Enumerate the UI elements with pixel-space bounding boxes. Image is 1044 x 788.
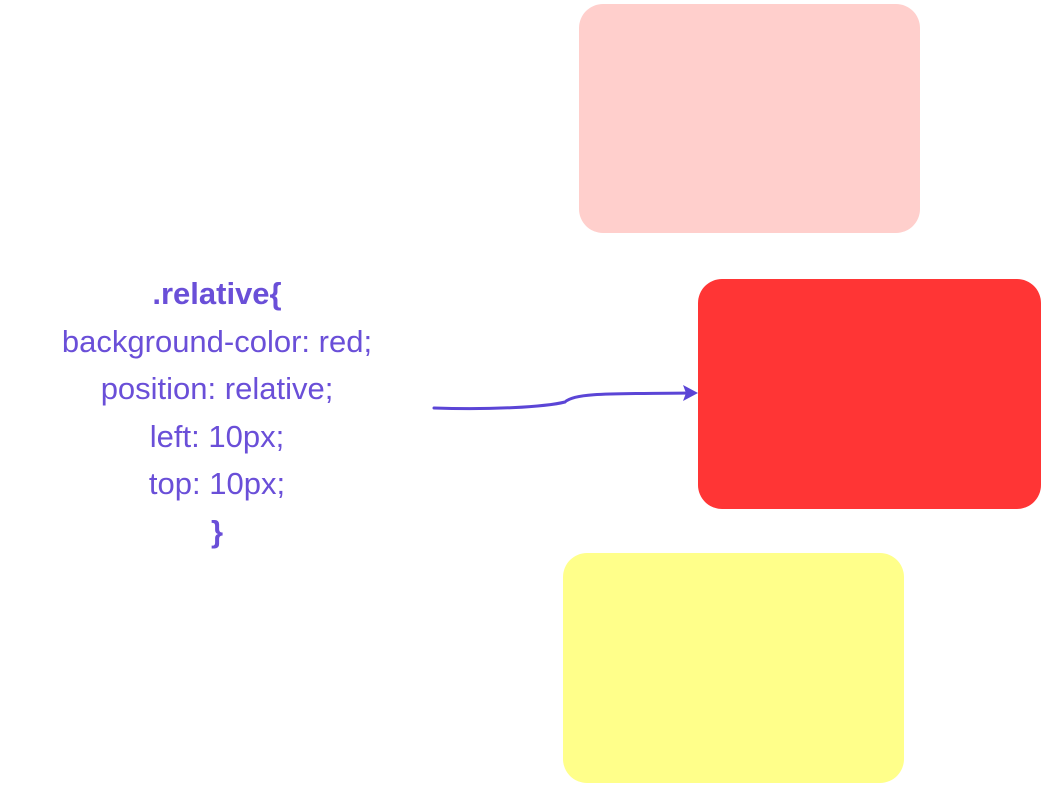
pink-box: [579, 4, 920, 233]
css-rule-top: top: 10px;: [148, 466, 286, 501]
css-rule-background-color: background-color: red;: [61, 323, 373, 359]
arrow-line: [432, 391, 692, 411]
yellow-box: [563, 553, 904, 783]
css-rule-position: position: relative;: [100, 371, 334, 406]
red-relative-box: [698, 279, 1041, 509]
css-closing-brace: }: [210, 513, 224, 549]
css-rule-left: left: 10px;: [149, 418, 285, 454]
css-selector: .relative{: [152, 276, 282, 311]
css-code-block: .relative{ background-color: red; positi…: [0, 270, 434, 555]
arrow-head-icon: [683, 385, 698, 401]
